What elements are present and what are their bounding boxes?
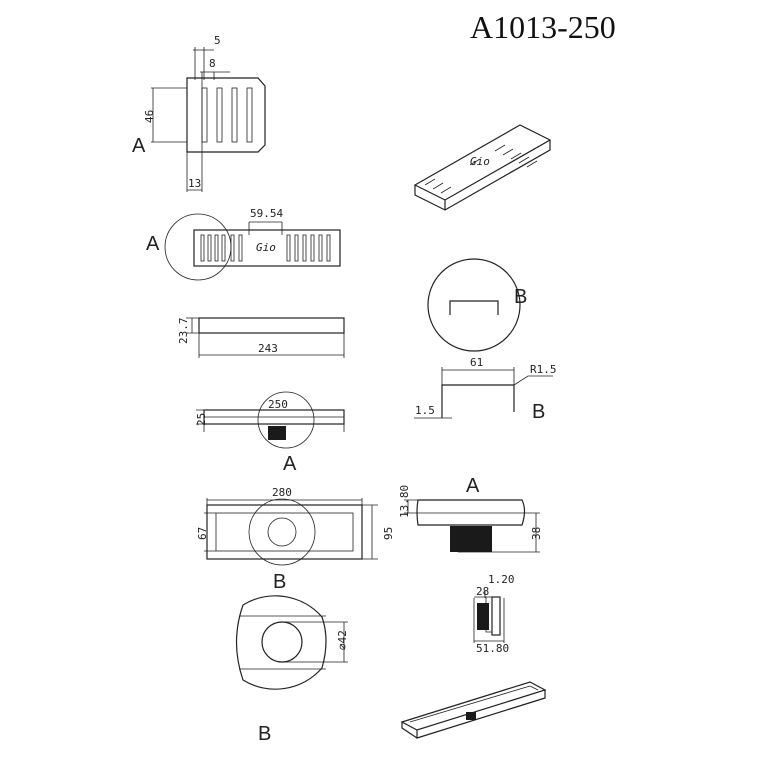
section-label-b: B bbox=[532, 401, 545, 423]
section-label-a: A bbox=[466, 475, 480, 497]
dim-grate-height: 23.7 bbox=[177, 318, 190, 345]
detail-b-enlarged: ⌀42 B bbox=[235, 595, 349, 745]
section-label-b: B bbox=[258, 723, 271, 745]
isometric-grate: Gio bbox=[413, 124, 552, 211]
dim-corner-radius: R1.5 bbox=[530, 363, 557, 376]
dim-outlet-diameter: ⌀42 bbox=[336, 630, 349, 650]
section-label-b: B bbox=[514, 286, 527, 308]
dim-body-length: 250 bbox=[268, 398, 288, 411]
isometric-channel bbox=[400, 681, 547, 739]
grate-logo: Gio bbox=[256, 241, 276, 254]
grate-side-view: 23.7 243 bbox=[177, 317, 345, 358]
detail-a-outlet-side: 13.80 38 A bbox=[398, 475, 543, 553]
model-title: A1013-250 bbox=[470, 9, 616, 45]
dim-body-height: 25 bbox=[195, 413, 208, 426]
dim-logo-gap: 59.54 bbox=[250, 207, 283, 220]
grate-top-view: 59.54 Gio A bbox=[146, 207, 341, 281]
dim-slot-pitch: 8 bbox=[209, 57, 216, 70]
section-label-b: B bbox=[273, 571, 286, 593]
dim-grate-width: 46 bbox=[143, 110, 156, 123]
dim-flange-height: 13.80 bbox=[398, 485, 411, 518]
detail-a-grate-corner: 5 8 46 13 A bbox=[132, 34, 266, 192]
dim-frame-length: 280 bbox=[272, 486, 292, 499]
dim-total-height: 38 bbox=[530, 527, 543, 540]
detail-b-circle: B bbox=[427, 258, 527, 352]
section-label-a: A bbox=[132, 135, 146, 157]
outlet-section-detail: 1.20 28 51.80 bbox=[473, 573, 515, 655]
dim-inner-width: 67 bbox=[196, 527, 209, 540]
dim-edge-margin: 13 bbox=[188, 177, 201, 190]
isometric-logo: Gio bbox=[470, 155, 490, 168]
dim-sheet-thickness: 1.20 bbox=[488, 573, 515, 586]
dim-slot-width: 5 bbox=[214, 34, 221, 47]
section-label-a: A bbox=[283, 453, 297, 475]
channel-top-view: 280 67 95 B bbox=[196, 486, 395, 593]
dim-outlet-depth: 28 bbox=[476, 585, 489, 598]
dim-outer-width: 95 bbox=[382, 527, 395, 540]
dim-grate-length: 243 bbox=[258, 342, 278, 355]
dim-channel-width: 61 bbox=[470, 356, 483, 369]
detail-b-profile: 61 R1.5 1.5 B bbox=[414, 356, 557, 423]
dim-wall-thickness: 1.5 bbox=[415, 404, 435, 417]
dim-outlet-height: 51.80 bbox=[476, 642, 509, 655]
section-label-a: A bbox=[146, 233, 160, 255]
channel-side-view: 25 250 A bbox=[195, 391, 345, 475]
